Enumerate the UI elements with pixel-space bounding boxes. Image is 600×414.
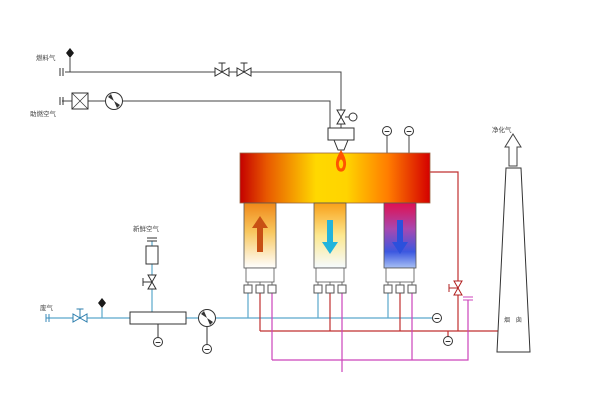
pressure-gauge: [432, 313, 442, 323]
fuel-and-air-pipes: [62, 58, 410, 153]
pressure-gauge: [443, 336, 453, 346]
fuel-shutoff-valve: [236, 62, 252, 77]
chamber-instrument-gauge: [382, 126, 392, 136]
airflow-down-arrow-icon: [392, 220, 408, 254]
hot-bypass-pipe: [430, 171, 459, 331]
fuel-gas-label: 燃料气: [36, 53, 56, 62]
relief-valve-icon: [98, 298, 106, 308]
stack-chimney: [496, 167, 531, 353]
airflow-up-arrow-icon: [252, 216, 268, 252]
poppet-valve: [383, 284, 393, 294]
poppet-valve: [255, 284, 265, 294]
instrument-stems: [386, 136, 410, 153]
poppet-valve: [267, 284, 277, 294]
stack-label: 烟 囱: [504, 316, 524, 324]
combustion-air-pipe: [62, 100, 331, 128]
combustion-air-label: 助燃空气: [30, 109, 57, 118]
poppet-valve: [395, 284, 405, 294]
chamber-instrument-gauge: [404, 126, 414, 136]
hopper-stems: [247, 282, 413, 285]
burner-body: [327, 127, 355, 141]
waste-gas-pipes: [46, 241, 432, 319]
fuel-shutoff-valve: [214, 62, 230, 77]
hot-gas-risers: [259, 293, 401, 331]
clean-gas-label: 净化气: [492, 125, 512, 134]
fresh-air-inlet-flange: [146, 237, 158, 242]
poppet-valve: [407, 284, 417, 294]
poppet-valve-boxes: [243, 284, 417, 294]
fresh-air-label: 新鲜空气: [133, 224, 160, 233]
valve-handle: [142, 278, 152, 286]
hopper: [245, 267, 275, 283]
fuel-gas-pipe: [65, 71, 342, 128]
poppet-valve: [337, 284, 347, 294]
combustion-air-fan: [105, 92, 123, 110]
burner-nozzle: [333, 139, 349, 151]
flame-core-icon: [338, 159, 344, 169]
filter-cross: [71, 92, 89, 110]
hopper: [385, 267, 415, 283]
purge-risers: [271, 293, 413, 372]
main-induced-fan: [198, 309, 216, 327]
waste-gas-label: 废气: [40, 303, 54, 312]
poppet-valve: [243, 284, 253, 294]
poppet-valve: [325, 284, 335, 294]
fuel-control-valve: [336, 109, 346, 125]
air-filter: [71, 92, 89, 110]
pressure-gauge: [153, 337, 163, 347]
purge-header: [272, 300, 469, 361]
poppet-valve: [313, 284, 323, 294]
air-inlet-flange: [59, 96, 64, 106]
purge-end-flange: [462, 296, 474, 301]
burner-assembly: [327, 109, 358, 172]
flame-arrestor-icon: [66, 48, 74, 58]
waste-gas-risers: [247, 293, 389, 318]
fuel-inlet-flange: [59, 67, 64, 77]
combustion-chamber: [239, 152, 431, 204]
fresh-air-damper: [145, 245, 159, 265]
waste-gas-inlet-valve: [72, 308, 88, 323]
valve-actuator-icon: [348, 112, 358, 122]
pressure-gauge: [202, 344, 212, 354]
hopper: [315, 267, 345, 283]
valve-handle: [448, 284, 458, 292]
purge-pipes: [271, 293, 469, 372]
heat-exchanger: [129, 311, 187, 325]
airflow-down-arrow-icon: [322, 220, 338, 254]
tower-hoppers: [245, 267, 415, 283]
clean-gas-up-arrow-icon: [504, 133, 522, 167]
